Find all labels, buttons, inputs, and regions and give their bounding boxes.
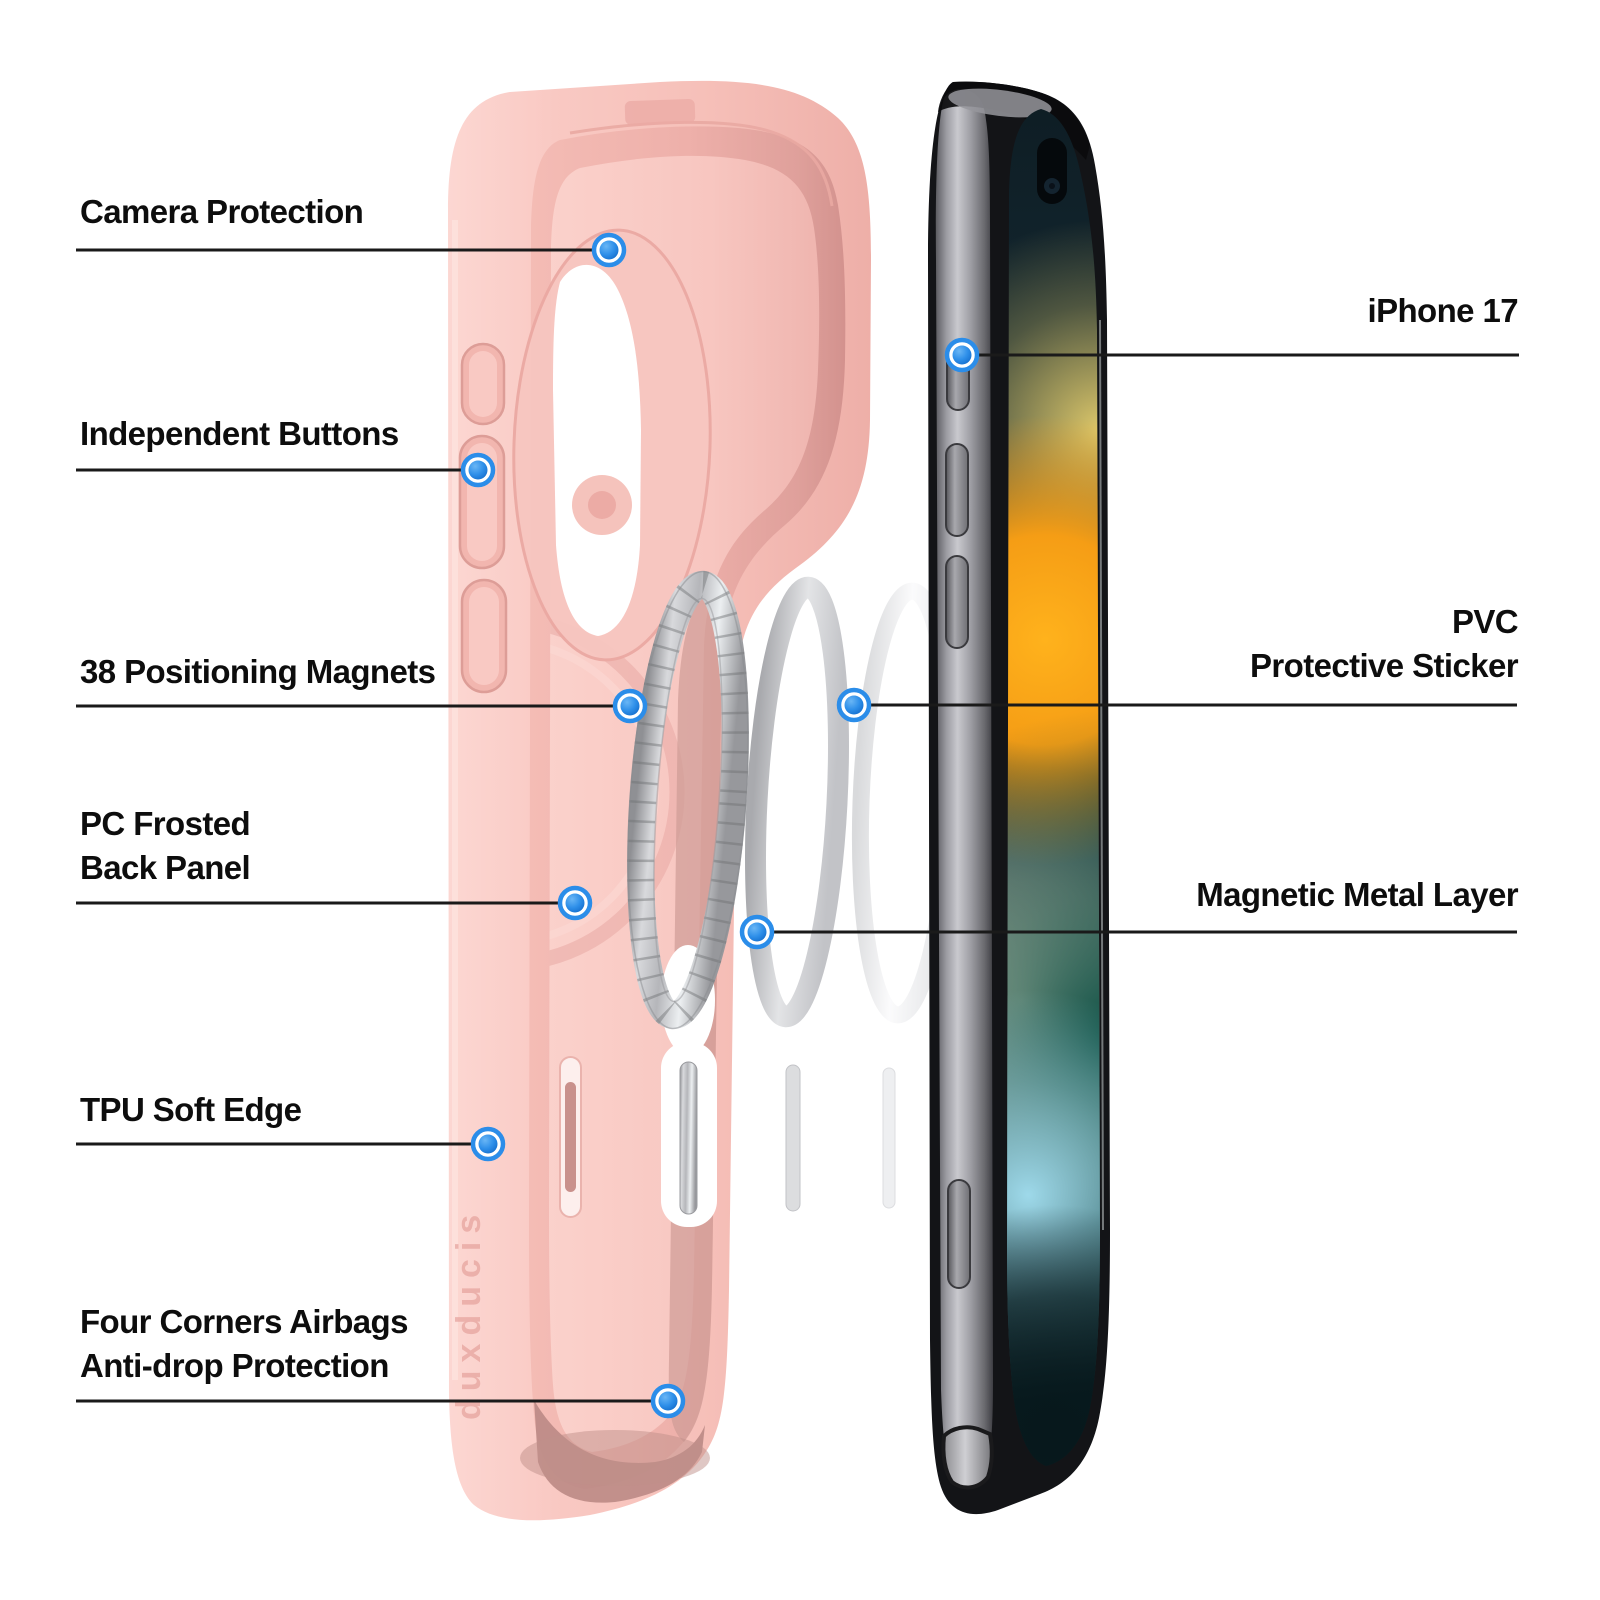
callout-lines [76, 248, 1519, 1403]
label-text: Protective Sticker [1249, 647, 1519, 684]
phone-case: duxducis [448, 80, 871, 1521]
label-text: Anti-drop Protection [80, 1347, 389, 1384]
label-text: PC Frosted [80, 805, 251, 842]
callout-marker-tpu-soft-edge [470, 1126, 506, 1162]
label-positioning-magnets: 38 Positioning Magnets [80, 650, 436, 694]
label-text: Independent Buttons [80, 415, 399, 452]
screen-edge-highlight [1099, 319, 1104, 1231]
label-tpu-soft-edge: TPU Soft Edge [80, 1088, 302, 1132]
label-text: PVC [1451, 603, 1519, 640]
magnet-ring [627, 570, 749, 1030]
label-independent-buttons: Independent Buttons [80, 412, 399, 456]
label-text: Back Panel [80, 849, 251, 886]
callout-marker-iphone-17 [944, 337, 980, 373]
metal-layer-bar [785, 1064, 801, 1212]
label-text: TPU Soft Edge [80, 1091, 302, 1128]
iphone-bottom-cap [941, 1425, 994, 1490]
label-iphone-17: iPhone 17 [1367, 289, 1519, 333]
label-camera-protection: Camera Protection [80, 190, 364, 234]
callout-marker-independent-buttons [460, 452, 496, 488]
label-text: 38 Positioning Magnets [80, 653, 436, 690]
iphone [928, 81, 1110, 1515]
case-side-buttons [458, 342, 508, 694]
callout-markers [460, 232, 980, 1419]
label-pvc-protective-sticker: PVC Protective Sticker [1249, 600, 1519, 688]
callout-marker-pc-frosted-back-panel [557, 885, 593, 921]
front-camera-lens [1049, 183, 1055, 189]
callout-marker-magnetic-metal-layer [739, 914, 775, 950]
callout-marker-camera-protection [591, 232, 627, 268]
callout-marker-four-corners-airbags [650, 1383, 686, 1419]
label-pc-frosted-back-panel: PC Frosted Back Panel [80, 802, 251, 890]
case-bottom-soft-shadow [520, 1430, 710, 1486]
metal-layer-ring [745, 576, 849, 1028]
label-four-corners-airbags: Four Corners Airbags Anti-drop Protectio… [80, 1300, 408, 1388]
callout-marker-pvc-protective-sticker [836, 687, 872, 723]
iphone-side-band [935, 89, 993, 1484]
camera-lens-inner [588, 491, 616, 519]
case-slot-inner [565, 1082, 576, 1192]
camera-cutout [553, 264, 641, 636]
callout-marker-positioning-magnets [612, 688, 648, 724]
iphone-screen [1007, 109, 1104, 1466]
label-text: Four Corners Airbags [80, 1303, 408, 1340]
case-brand-text: duxducis [450, 1207, 488, 1420]
label-text: Magnetic Metal Layer [1196, 876, 1518, 913]
iphone-top-highlight [948, 88, 1052, 118]
magnet-alignment-bar [679, 1061, 698, 1215]
label-text: iPhone 17 [1367, 292, 1519, 329]
label-text: Camera Protection [80, 193, 364, 230]
case-top-notch [624, 98, 696, 126]
pvc-sticker-bar [882, 1067, 896, 1209]
dynamic-island [1037, 138, 1067, 204]
label-magnetic-metal-layer: Magnetic Metal Layer [1196, 873, 1518, 917]
case-rim-line [569, 120, 834, 207]
